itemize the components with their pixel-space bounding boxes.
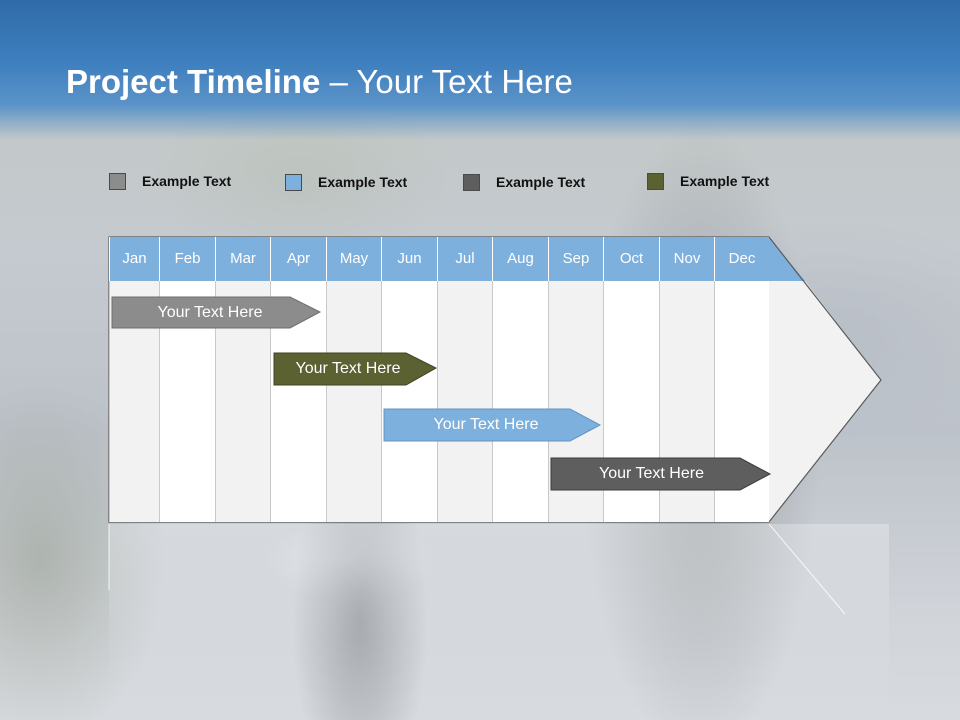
month-header-dec: Dec — [714, 237, 769, 281]
arrow-head — [769, 281, 881, 522]
month-header-jan: Jan — [109, 237, 159, 281]
month-header-aug: Aug — [492, 237, 548, 281]
legend-item-3: Example Text — [463, 171, 585, 193]
month-header-nov: Nov — [659, 237, 714, 281]
month-header-oct: Oct — [603, 237, 659, 281]
legend-item-1: Example Text — [109, 170, 231, 192]
legend-label-4: Example Text — [680, 173, 770, 189]
month-header-mar: Mar — [215, 237, 270, 281]
legend-label-1: Example Text — [142, 173, 232, 189]
legend-item-2: Example Text — [285, 171, 407, 193]
month-header-sep: Sep — [548, 237, 603, 281]
slide-title: Project Timeline – Your Text Here — [66, 60, 926, 104]
month-header-apr: Apr — [270, 237, 326, 281]
month-column-may — [326, 281, 381, 522]
header-band — [0, 0, 960, 140]
month-header-jun: Jun — [381, 237, 437, 281]
month-header-jul: Jul — [437, 237, 492, 281]
legend-item-4: Example Text — [647, 170, 769, 192]
legend-swatch-3 — [463, 173, 480, 191]
title-rest: – Your Text Here — [320, 63, 573, 100]
title-bold: Project Timeline — [66, 63, 321, 100]
reflection-line-diagonal — [768, 523, 846, 615]
task-bar-4 — [550, 457, 772, 491]
legend-swatch-4 — [647, 172, 664, 190]
month-column-aug — [492, 281, 548, 522]
task-bar-2 — [273, 352, 438, 386]
month-header-may: May — [326, 237, 381, 281]
month-header-feb: Feb — [159, 237, 215, 281]
task-bar-1 — [111, 296, 322, 329]
month-column-jul — [437, 281, 492, 522]
month-column-jun — [381, 281, 437, 522]
timeline-reflection — [109, 524, 889, 720]
legend-label-3: Example Text — [496, 174, 586, 190]
legend-swatch-1 — [109, 172, 126, 190]
legend-swatch-2 — [285, 173, 302, 191]
legend-label-2: Example Text — [318, 174, 408, 190]
task-bar-3 — [383, 408, 602, 442]
